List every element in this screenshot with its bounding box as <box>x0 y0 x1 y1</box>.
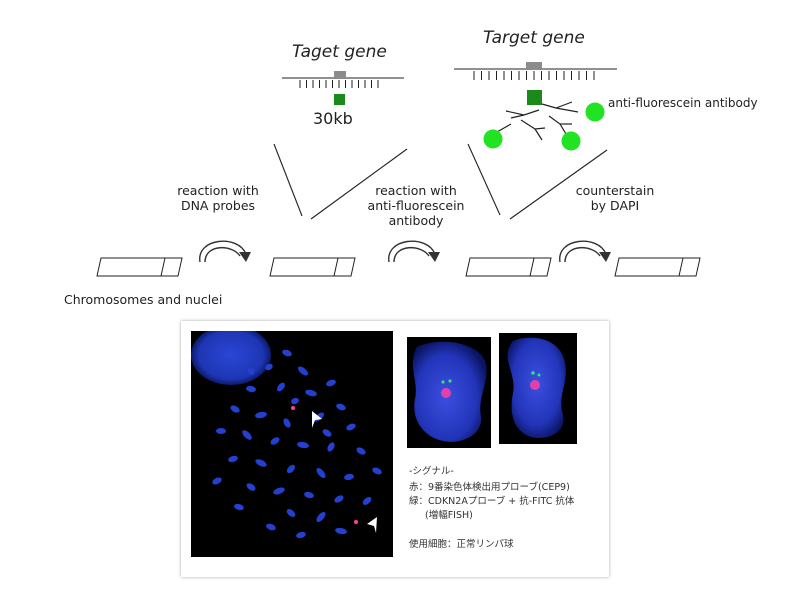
chromosome-spot <box>255 411 267 419</box>
legend-green-sub: (増幅FISH) <box>425 510 473 521</box>
step-3-line-1: counterstain <box>575 183 655 198</box>
chromosome-spot <box>246 385 256 393</box>
chromosome-spot <box>246 483 256 491</box>
chromosome-spot <box>266 523 276 531</box>
chromosome-label: Chromosomes and nuclei <box>64 292 223 307</box>
gene-title-small: Taget gene <box>292 42 387 62</box>
chromosome-spot <box>216 428 226 434</box>
chromosome-spot <box>304 491 314 499</box>
fluorescein-dot-1 <box>483 129 503 149</box>
chromosome-spot <box>296 531 306 539</box>
chromosome-spot <box>326 379 336 387</box>
chromosome-spot <box>327 442 335 452</box>
probe-square-small <box>334 94 345 105</box>
legend-cells: 使用細胞：正常リンパ球 <box>409 539 514 550</box>
target-gene-dna-small <box>282 77 404 88</box>
legend-green: 緑：CDKN2Aプローブ + 抗-FITC 抗体 <box>409 496 575 507</box>
chromosome-spot <box>336 403 346 411</box>
gene-marker-small <box>334 71 346 79</box>
gene-title-large: Target gene <box>483 28 585 48</box>
chromosome-spot <box>283 418 291 428</box>
arrowhead-1 <box>312 411 322 428</box>
fluorescein-dot-2 <box>561 131 581 151</box>
chromosome-spot <box>356 447 366 455</box>
chromosome-spot <box>242 430 252 440</box>
step-3-line-2: by DAPI <box>590 198 640 213</box>
chromosome-spot <box>346 423 356 431</box>
chromosome-spot <box>282 349 292 357</box>
step-1-label: reaction with DNA probes <box>158 183 278 213</box>
chromosome-spot <box>247 367 255 375</box>
legend-title: -シグナル- <box>409 466 454 477</box>
zoom-lines <box>273 143 608 220</box>
fish-diagram <box>96 62 701 277</box>
chromosome-spot <box>255 459 267 467</box>
fish-photo-panel: -シグナル- 赤：9番染色体検出用プローブ(CEP9) 緑：CDKN2Aプローブ… <box>181 321 609 577</box>
chromosome-spot <box>344 473 354 481</box>
step-2-line-2: anti-fluorescein <box>367 198 465 213</box>
chromosome-spot <box>230 405 240 413</box>
step-2-line-3: antibody <box>388 213 444 228</box>
chromosome-spot <box>305 389 317 397</box>
chromosome-spot <box>270 437 280 445</box>
chromosome-spot <box>212 477 222 485</box>
chromosome-spot <box>297 441 309 449</box>
step-2-label: reaction with anti-fluorescein antibody <box>354 183 478 228</box>
chromosome-spot <box>322 429 332 437</box>
probe-size-label: 30kb <box>313 109 353 128</box>
chromosome-spot <box>286 509 296 517</box>
step-1-line-2: DNA probes <box>180 198 256 213</box>
red-signal-2 <box>354 520 358 524</box>
arrowhead-2 <box>367 517 377 533</box>
chromosome-spot <box>298 366 308 376</box>
chromosome-spot <box>291 397 299 405</box>
step-1-line-1: reaction with <box>177 183 259 198</box>
antibody-label: anti-fluorescein antibody <box>608 96 758 110</box>
fluorescein-dot-3 <box>585 102 605 122</box>
chromosome-spot <box>362 497 372 505</box>
target-gene-dna-large <box>454 68 617 80</box>
step-2-line-1: reaction with <box>375 183 457 198</box>
chromosome-spot <box>273 487 285 495</box>
chromosome-spot <box>228 455 238 463</box>
chromosome-spot <box>277 382 285 392</box>
metaphase-chromosomes <box>212 349 382 539</box>
probe-square-large <box>527 90 542 105</box>
red-signal-1 <box>291 406 295 410</box>
chromosome-spot <box>234 503 244 511</box>
metaphase-image <box>191 331 393 557</box>
chromosome-spot <box>335 527 347 535</box>
chromosome-spot <box>316 512 326 522</box>
interphase-cell-1 <box>407 337 491 448</box>
interphase-cell-2 <box>499 333 577 444</box>
curved-arrows <box>199 240 607 263</box>
chromosome-spot <box>372 467 382 475</box>
chromosome-spot <box>334 495 344 503</box>
chromosome-spot <box>265 363 273 371</box>
chromosome-spot <box>286 464 296 474</box>
chromosomes <box>96 257 701 277</box>
arrow-heads <box>239 252 611 262</box>
legend-red: 赤：9番染色体検出用プローブ(CEP9) <box>409 482 570 493</box>
step-3-label: counterstain by DAPI <box>560 183 670 213</box>
gene-marker-large <box>526 62 542 70</box>
chromosome-spot <box>316 468 326 478</box>
